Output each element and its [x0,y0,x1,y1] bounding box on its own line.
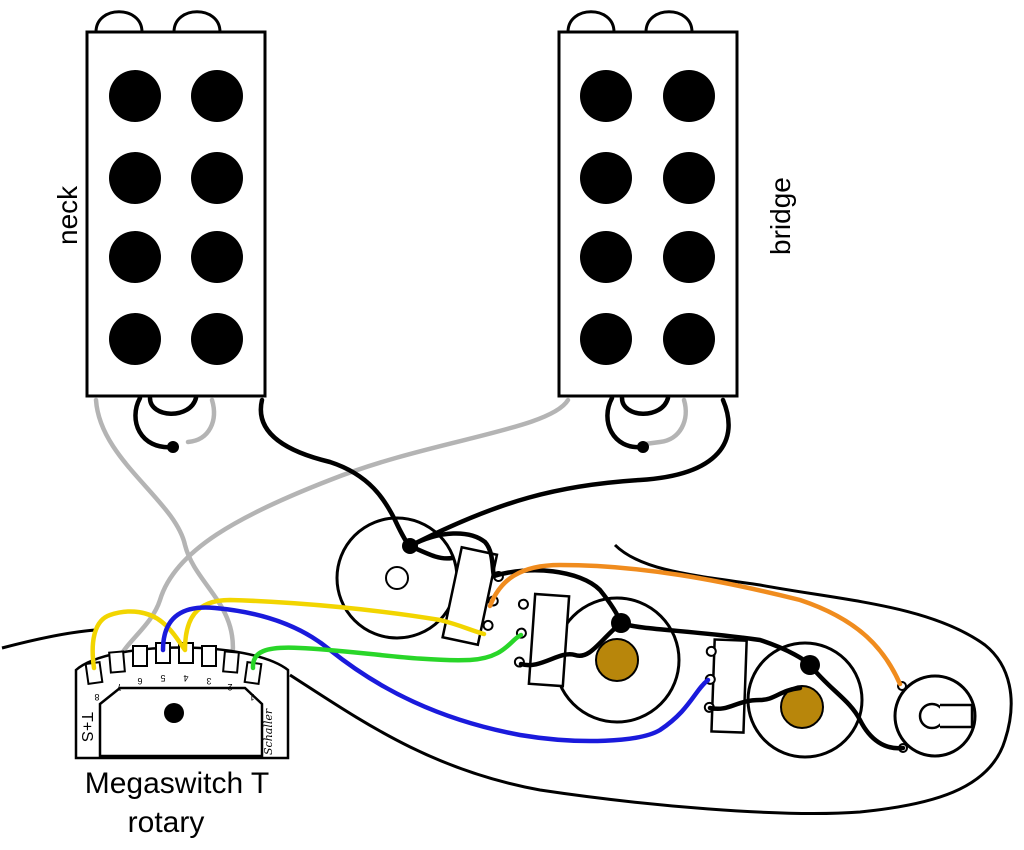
terminal-number-1: 1 [249,692,254,702]
switch-brand-mark: Schaller [262,708,275,755]
pot-2 [513,592,681,724]
pot1-solder-joint [402,538,418,554]
green-wire-switch-to-pot2 [250,632,524,671]
neck-to-pot1-ground [258,397,413,549]
terminal-number-3: 3 [206,676,211,686]
neck-gray-tap [185,397,217,445]
pot2-solder-joint [611,613,631,633]
plate-edge [289,543,1013,815]
jack-tip-lug [940,703,974,729]
bridge-coil-loop [619,395,671,416]
pot3-lug-ground [707,685,803,712]
switch-terminal-7 [108,650,126,674]
bridge-gray-tap [642,397,688,447]
pot-3-shaft [780,685,824,729]
output-jack [893,674,977,758]
switch-caption-line1: Megaswitch T [85,767,270,800]
bridge-coil-tap-joint [637,441,649,453]
neck-pickup-pole-pieces [109,70,243,365]
pot-3 [703,638,864,759]
pot-3-lug-board [703,638,748,734]
neck-gray-wire [93,397,236,663]
switch-model-mark: T+S [78,712,95,742]
switch-base [98,686,264,758]
bridge-pickup-mount-ear-left [566,10,616,33]
bridge-pickup [557,10,739,398]
terminal-number-8: 8 [94,692,99,702]
terminal-number-7: 7 [116,682,121,692]
bridge-to-pot1-ground [407,397,731,549]
neck-pickup-mount-ear-right [172,10,222,33]
bridge-pickup-pole-pieces [580,70,715,365]
switch-terminal-6 [132,645,148,667]
orange-wire-pot1-to-jack [487,562,903,687]
pot3-solder-joint [800,655,820,675]
plate-edge-left [1,628,96,650]
blue-wire-switch-to-pot3 [160,605,711,744]
terminal-number-2: 2 [227,682,232,692]
switch-pivot [164,703,184,723]
control-plate-outline [1,543,1013,815]
pot2-lug-ground [518,620,624,668]
switch-terminal-2 [222,650,240,674]
switch-terminal-numbers: 8 7 6 5 4 3 2 1 [94,673,254,702]
pot1-lug-ground [407,531,497,579]
neck-pickup-mount-ear-left [94,10,144,33]
terminal-number-4: 4 [183,673,188,683]
bridge-label: bridge [765,177,796,255]
terminal-number-6: 6 [137,676,142,686]
bridge-pickup-mount-ear-right [644,10,694,33]
neck-pickup [85,10,267,398]
pot-1-shaft [385,566,409,590]
neck-coil-tap-black [133,395,176,450]
neck-label: neck [52,185,83,245]
coil-tap-black-wires [133,395,671,453]
megaswitch: 8 7 6 5 4 3 2 1 T+S Schaller [74,642,290,760]
yellow-wire-switch-to-pot1 [90,597,487,671]
bridge-gray-wire [115,397,571,663]
neck-coil-tap-joint [167,441,179,453]
terminal-number-5: 5 [160,673,165,683]
neck-coil-loop [147,395,199,416]
switch-terminal-3 [201,645,217,667]
pot3-to-jack-ground [807,662,906,751]
pot-2-shaft [595,638,639,682]
switch-caption-line2: rotary [128,806,205,839]
bridge-coil-tap-black [605,395,646,450]
pot-2-lug-board [513,592,571,688]
pot2-to-pot3-ground [618,620,813,668]
